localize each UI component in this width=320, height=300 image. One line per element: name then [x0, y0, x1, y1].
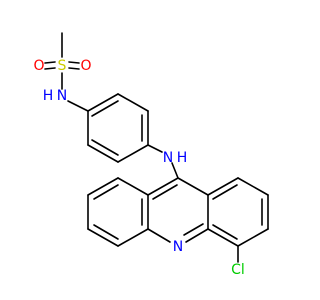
- bond-central-4: [185, 228, 209, 243]
- bond-right-4: [237, 228, 269, 247]
- bond-phenyl-2: [117, 93, 149, 112]
- oxygen-left-label: O: [33, 58, 44, 74]
- bond-central-1-inner: [152, 184, 178, 200]
- bond-left-5: [117, 228, 149, 247]
- bond-layer: [44, 32, 269, 263]
- bond-right-2: [237, 177, 269, 196]
- bond-central-3: [147, 228, 171, 243]
- amine-h-label: H: [177, 150, 188, 166]
- molecule-structure: S O O H N N H N Cl: [33, 32, 269, 278]
- ring-n-label: N: [173, 239, 183, 255]
- bond-s-o-left-a: [44, 61, 56, 64]
- bond-s-o-right-a: [68, 61, 80, 64]
- bond-phenyl-amine: [147, 144, 163, 153]
- bond-left-1: [117, 177, 149, 196]
- amine-n-label: N: [163, 150, 173, 166]
- bond-phenyl-5-inner: [91, 139, 119, 156]
- bond-central-4-inner: [183, 223, 204, 236]
- sulfur-label: S: [58, 58, 67, 74]
- bond-s-o-right-b: [68, 67, 80, 70]
- bond-phenyl-4: [117, 144, 149, 163]
- oxygen-right-label: O: [80, 58, 91, 74]
- bond-left-2-inner: [93, 184, 119, 200]
- bond-phenyl-1-inner: [91, 100, 119, 117]
- bond-right-5: [207, 228, 239, 247]
- atom-label-layer: S O O H N N H N Cl: [33, 58, 244, 278]
- sulfonamide-h-label: H: [43, 88, 54, 104]
- bond-phenyl-5: [87, 144, 119, 163]
- bond-right-1: [207, 177, 239, 196]
- bond-amine-acridine: [171, 162, 179, 179]
- bond-central-6: [177, 177, 209, 196]
- sulfonamide-n-label: N: [57, 88, 67, 104]
- bond-n-phenyl: [67, 100, 89, 112]
- bond-s-o-left-b: [44, 67, 56, 70]
- chlorine-label: Cl: [231, 262, 245, 278]
- bond-right-1-inner: [212, 184, 238, 200]
- bond-right-5-inner: [212, 224, 238, 240]
- bond-left-2: [87, 177, 119, 196]
- bond-left-4-inner: [93, 224, 119, 240]
- bond-phenyl-1: [87, 93, 119, 112]
- bond-central-1: [147, 177, 179, 196]
- bond-left-4: [87, 228, 119, 247]
